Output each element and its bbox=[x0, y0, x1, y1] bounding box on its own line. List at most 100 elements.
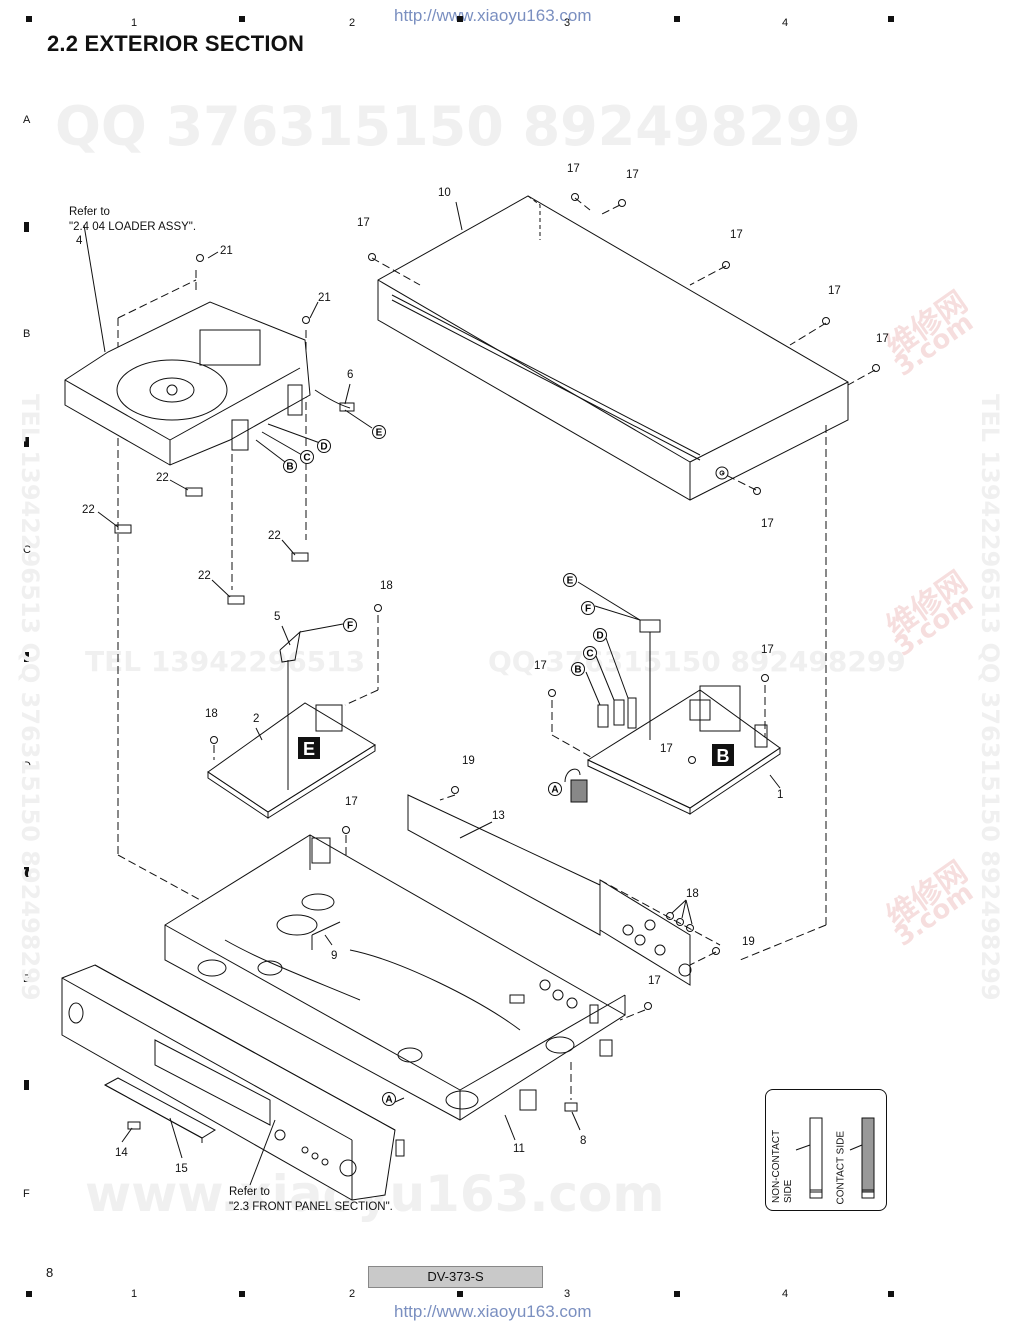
grid-marker bbox=[888, 16, 894, 22]
connector-b-board-b: B bbox=[571, 662, 585, 676]
part-label-22: 22 bbox=[156, 472, 169, 484]
part-label-9: 9 bbox=[331, 950, 338, 962]
board-e bbox=[207, 630, 376, 819]
watermark-qq-top: QQ 376315150 892498299 bbox=[55, 95, 861, 158]
grid-col-3: 3 bbox=[564, 17, 571, 29]
watermark-tel-mid: TEL 13942296513 bbox=[85, 645, 366, 678]
grid-row-marker bbox=[24, 437, 29, 447]
part-label-6: 6 bbox=[347, 369, 354, 381]
top-cover bbox=[377, 195, 849, 501]
connector-c-board-b: C bbox=[583, 646, 597, 660]
grid-row-c: C bbox=[23, 544, 31, 556]
non-contact-side-label: NON-CONTACT SIDE bbox=[771, 1093, 795, 1203]
screws bbox=[196, 193, 880, 1010]
connector-f-board-b: F bbox=[581, 601, 595, 615]
chassis bbox=[164, 794, 626, 1121]
connector-d-loader: D bbox=[317, 439, 331, 453]
contact-side-label: CONTACT SIDE bbox=[835, 1130, 847, 1205]
tray-panel bbox=[103, 1077, 578, 1143]
part-label-17: 17 bbox=[660, 743, 673, 755]
connector-e-board-b: E bbox=[563, 573, 577, 587]
part-label-17: 17 bbox=[876, 333, 889, 345]
grid-marker bbox=[26, 16, 32, 22]
svg-text:E: E bbox=[376, 428, 383, 439]
grid-marker bbox=[457, 1291, 463, 1297]
grid-col-4: 4 bbox=[782, 17, 789, 29]
part-label-1: 1 bbox=[777, 789, 784, 801]
part-label-14: 14 bbox=[115, 1147, 128, 1159]
svg-text:F: F bbox=[585, 604, 591, 615]
part-label-13: 13 bbox=[492, 810, 505, 822]
grid-col-2: 2 bbox=[349, 17, 356, 29]
loader-ref-line1: Refer to bbox=[69, 206, 110, 218]
part-label-17: 17 bbox=[567, 163, 580, 175]
grid-col-4-bottom: 4 bbox=[782, 1288, 789, 1300]
grid-row-marker bbox=[24, 1080, 29, 1090]
connector-arrows bbox=[255, 409, 641, 1103]
grid-col-3-bottom: 3 bbox=[564, 1288, 571, 1300]
part-label-8: 8 bbox=[580, 1135, 587, 1147]
part-label-22: 22 bbox=[268, 530, 281, 542]
part-label-17: 17 bbox=[761, 644, 774, 656]
grid-marker bbox=[26, 1291, 32, 1297]
part-label-22: 22 bbox=[198, 570, 211, 582]
grid-row-marker bbox=[24, 652, 29, 662]
grid-row-d: D bbox=[23, 760, 31, 772]
connector-a-board-b: A bbox=[548, 782, 562, 796]
part-label-22: 22 bbox=[82, 504, 95, 516]
part-label-17: 17 bbox=[534, 660, 547, 672]
non-contact-line2: SIDE bbox=[783, 1179, 794, 1203]
svg-text:B: B bbox=[717, 746, 730, 766]
part-label-17: 17 bbox=[761, 518, 774, 530]
grid-row-f: F bbox=[23, 1188, 30, 1200]
part-label-18: 18 bbox=[686, 888, 699, 900]
svg-text:D: D bbox=[320, 442, 327, 453]
front-ref-line1: Refer to bbox=[229, 1186, 270, 1198]
connector-d-board-b: D bbox=[593, 628, 607, 642]
grid-marker bbox=[457, 16, 463, 22]
part-label-17: 17 bbox=[648, 975, 661, 987]
part-label-21: 21 bbox=[318, 292, 331, 304]
front-panel bbox=[61, 964, 405, 1201]
part-label-18: 18 bbox=[380, 580, 393, 592]
grid-col-1: 1 bbox=[131, 17, 138, 29]
part-label-4: 4 bbox=[76, 235, 83, 247]
svg-text:C: C bbox=[303, 453, 310, 464]
front-ref-line2: "2.3 FRONT PANEL SECTION". bbox=[229, 1201, 393, 1213]
leader-lines bbox=[83, 201, 781, 1186]
loader-ref-line2: "2.4 04 LOADER ASSY". bbox=[69, 221, 197, 233]
source-url-bottom[interactable]: http://www.xiaoyu163.com bbox=[394, 1302, 592, 1321]
part-label-17: 17 bbox=[828, 285, 841, 297]
grid-row-a: A bbox=[23, 114, 31, 126]
svg-text:A: A bbox=[385, 1095, 392, 1106]
part-label-15: 15 bbox=[175, 1163, 188, 1175]
loader-assy bbox=[64, 301, 355, 466]
watermark-qq-mid: QQ 376315150 892498299 bbox=[488, 645, 906, 678]
grid-marker bbox=[239, 1291, 245, 1297]
spacers-22 bbox=[114, 487, 309, 605]
svg-text:F: F bbox=[347, 621, 353, 632]
rear-panel bbox=[599, 879, 692, 986]
part-label-17: 17 bbox=[626, 169, 639, 181]
part-label-17: 17 bbox=[357, 217, 370, 229]
model-number: DV-373-S bbox=[368, 1266, 543, 1288]
svg-text:D: D bbox=[596, 631, 603, 642]
grid-row-marker bbox=[24, 222, 29, 232]
grid-marker bbox=[239, 16, 245, 22]
board-b bbox=[564, 619, 781, 815]
source-url-top[interactable]: http://www.xiaoyu163.com bbox=[394, 6, 592, 25]
section-title: 2.2 EXTERIOR SECTION bbox=[47, 31, 305, 56]
connector-a-chassis: A bbox=[382, 1092, 396, 1106]
part-label-17: 17 bbox=[345, 796, 358, 808]
grid-row-b: B bbox=[23, 328, 31, 340]
svg-text:C: C bbox=[586, 649, 593, 660]
part-label-11: 11 bbox=[513, 1143, 525, 1155]
grid-marker bbox=[888, 1291, 894, 1297]
part-label-2: 2 bbox=[253, 713, 260, 725]
grid-col-2-bottom: 2 bbox=[349, 1288, 356, 1300]
part-label-18: 18 bbox=[205, 708, 218, 720]
connector-e-top: E bbox=[372, 425, 386, 439]
grid-row-marker bbox=[24, 867, 29, 877]
part-label-10: 10 bbox=[438, 187, 451, 199]
